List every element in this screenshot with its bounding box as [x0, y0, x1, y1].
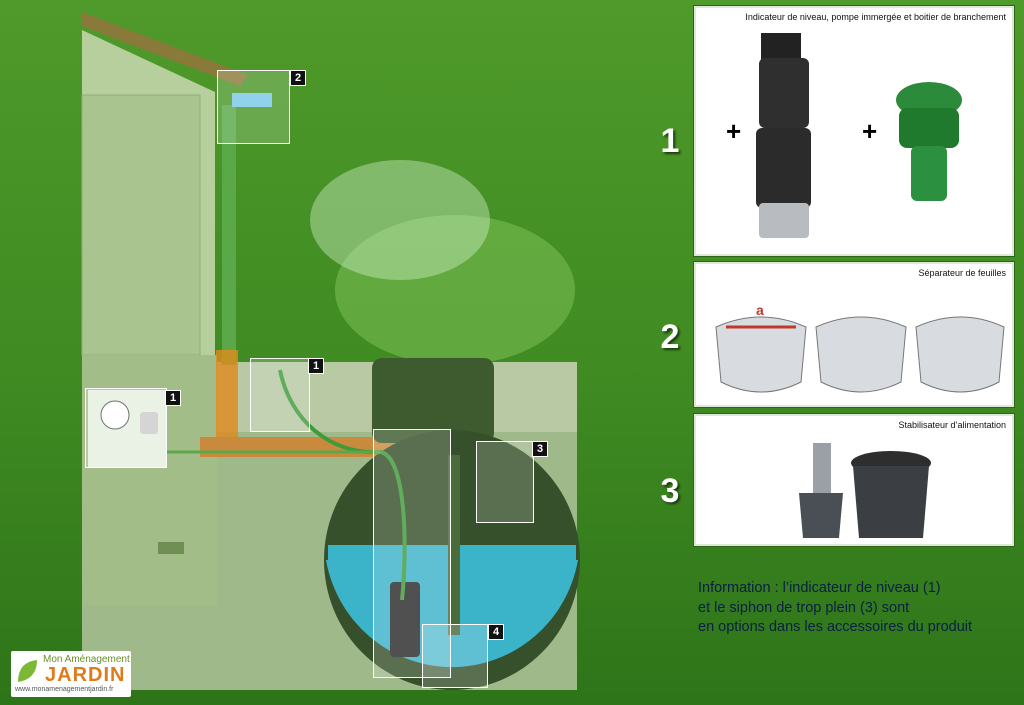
accessory-panel-1: Indicateur de niveau, pompe immergée et … [694, 6, 1014, 256]
marker-1-level-indicator: 1 [308, 358, 324, 374]
dimension-label: a [756, 302, 764, 318]
logo-brand-main: JARDIN [45, 664, 126, 686]
fountain-spray [310, 160, 490, 280]
site-logo[interactable]: Mon Aménagement JARDIN www.monamenagemen… [11, 651, 131, 697]
downpipe [222, 105, 236, 365]
pump-highlight [373, 429, 451, 678]
roof [82, 12, 248, 86]
logo-url: www.monamenagementjardin.fr [15, 686, 114, 693]
rainwater-system-illustration [81, 12, 580, 690]
level-gauge [100, 400, 130, 430]
panel-title: Stabilisateur d’alimentation [898, 420, 1006, 430]
plus-sign: + [726, 116, 742, 146]
level-indicator-icon [896, 82, 962, 201]
downpipe-water [216, 350, 238, 442]
submersible-pump-icon [756, 33, 811, 238]
plus-sign-2: + [862, 116, 878, 146]
stabilizer-highlight [422, 624, 488, 688]
info-line-2: et le siphon de trop plein (3) sont [698, 599, 910, 616]
power-socket [140, 412, 158, 434]
information-note: Information : l’indicateur de niveau (1)… [698, 579, 1018, 638]
level-indicator-highlight [250, 358, 310, 432]
submersible-pump [390, 582, 420, 657]
green-hose [278, 369, 407, 601]
marker-3-siphon: 3 [532, 441, 548, 457]
garden-plants [335, 215, 575, 365]
marker-1-control-box: 1 [165, 390, 181, 406]
tank-neck [372, 358, 494, 443]
leaf-icon [18, 660, 37, 682]
gutter-funnel [232, 93, 272, 107]
info-line-1: Information : l’indicateur de niveau (1) [698, 580, 941, 596]
logo-brand-top: Mon Aménagement [43, 654, 130, 665]
house-window [81, 94, 201, 356]
marker-2-leaf-separator: 2 [290, 70, 306, 86]
basement-vent [158, 542, 184, 554]
panel-number-3: 3 [660, 472, 680, 510]
marker-4-stabilizer: 4 [488, 624, 504, 640]
accessory-panel-3: Stabilisateur d’alimentation [694, 414, 1014, 546]
control-box-highlight [85, 388, 167, 468]
accessory-panel-2: Séparateur de feuilles a [694, 262, 1014, 407]
panel-title: Indicateur de niveau, pompe immergée et … [745, 12, 1006, 22]
leaf-separator-highlight [217, 70, 290, 144]
panel-number-2: 2 [660, 318, 680, 356]
siphon-highlight [476, 441, 534, 523]
supply-stabilizer-icon [799, 443, 931, 538]
suction-pipe [448, 455, 460, 635]
panel-number-1: 1 [660, 122, 680, 160]
info-line-3: en options dans les accessoires du produ… [698, 619, 973, 635]
panel-title: Séparateur de feuilles [918, 268, 1006, 278]
leaf-separator-icon [715, 316, 1005, 393]
